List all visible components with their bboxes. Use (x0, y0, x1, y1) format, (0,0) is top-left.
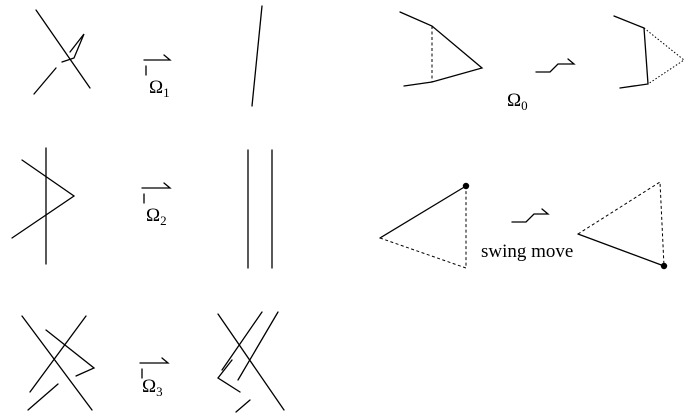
swing-left-vertex-dot (462, 182, 470, 190)
omega0-left-diagram (399, 11, 484, 87)
omega1-right-strand (251, 5, 263, 107)
swing-right-diagram (577, 181, 668, 270)
omega0-label: Ω0 (507, 90, 528, 113)
omega3-right-strands (217, 311, 285, 413)
omega2-label: Ω2 (146, 205, 167, 228)
omega0-right-diagram (613, 15, 685, 89)
omega0-arrows (535, 58, 576, 73)
omega2-arrows (141, 182, 172, 204)
omega3-arrows (139, 357, 170, 379)
omega1-label: Ω1 (149, 77, 170, 100)
omega2-left-strands (11, 147, 76, 265)
swing-right-vertex-dot (660, 262, 668, 270)
omega3-left-strands (21, 315, 96, 411)
omega2-right-strands (247, 149, 273, 269)
omega1-arrows (143, 54, 172, 76)
swing-arrows (511, 208, 550, 223)
omega3-label: Ω3 (142, 376, 163, 399)
omega1-left-kink (33, 9, 91, 95)
swing-left-diagram (379, 182, 470, 269)
swing-move-label: swing move (481, 241, 573, 262)
